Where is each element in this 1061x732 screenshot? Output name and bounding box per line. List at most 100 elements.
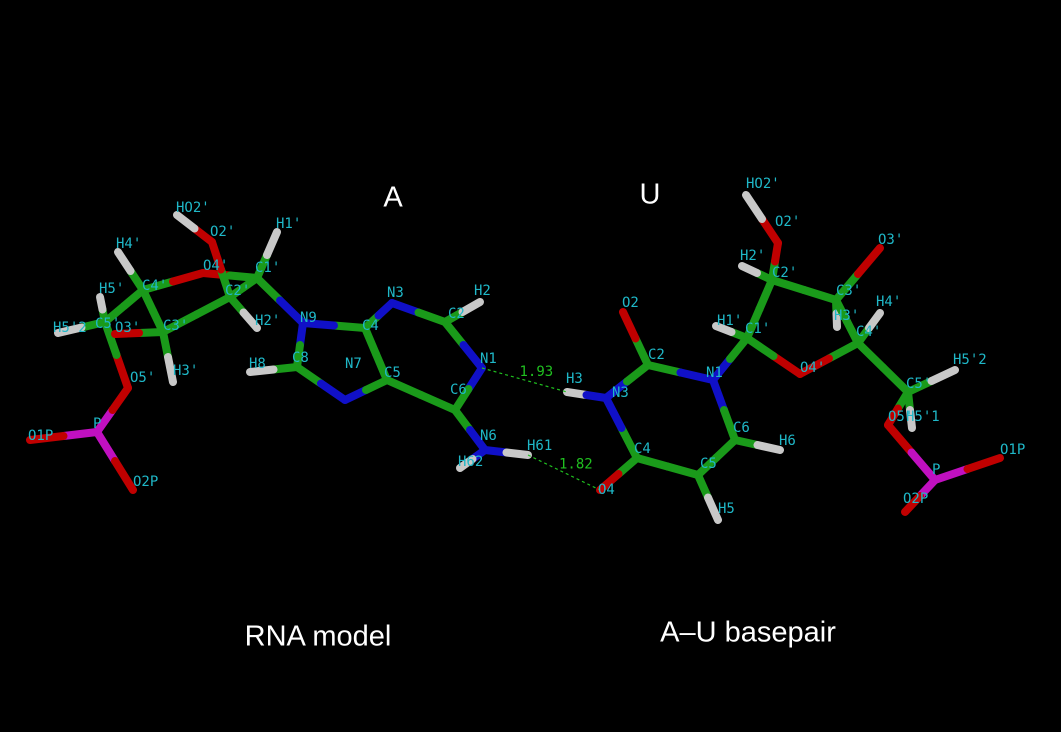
bond bbox=[239, 308, 261, 332]
bond bbox=[832, 296, 851, 326]
bond bbox=[614, 454, 641, 478]
bond bbox=[676, 368, 717, 384]
bond bbox=[159, 310, 201, 336]
bond bbox=[502, 448, 532, 459]
bond bbox=[164, 353, 177, 386]
hydrogen-bond bbox=[481, 367, 568, 393]
bond bbox=[217, 265, 234, 301]
bond bbox=[299, 319, 338, 330]
bond bbox=[796, 354, 833, 378]
bond bbox=[108, 384, 132, 414]
atom-label: HO2' bbox=[176, 200, 210, 216]
bond bbox=[77, 318, 109, 332]
bond bbox=[293, 363, 325, 388]
atom-label: O4' bbox=[800, 360, 825, 376]
atom-label: H5' bbox=[99, 281, 124, 297]
bond bbox=[330, 321, 369, 332]
atom-label: C5' bbox=[906, 376, 931, 392]
atom-label: O5' bbox=[130, 370, 155, 386]
bond bbox=[931, 465, 972, 484]
atom-label: H2' bbox=[740, 248, 765, 264]
bond bbox=[139, 286, 157, 315]
bond bbox=[388, 299, 423, 317]
bond bbox=[317, 379, 349, 404]
atom-label: C5 bbox=[384, 365, 401, 381]
atom-label: H3' bbox=[173, 363, 198, 379]
bond bbox=[854, 339, 887, 372]
bond bbox=[93, 406, 117, 436]
bond bbox=[263, 228, 281, 259]
bond bbox=[464, 364, 486, 393]
atom-label: C4' bbox=[142, 278, 167, 294]
bond bbox=[963, 454, 1004, 473]
bond bbox=[276, 296, 307, 327]
bond bbox=[901, 492, 924, 516]
atom-label: C5' bbox=[95, 316, 120, 332]
bond bbox=[768, 276, 808, 294]
bond bbox=[758, 215, 782, 247]
bond bbox=[101, 318, 121, 359]
bond bbox=[417, 391, 459, 414]
bond bbox=[59, 428, 101, 440]
atom-label: O4 bbox=[598, 482, 615, 498]
bond bbox=[101, 302, 128, 326]
bond bbox=[466, 426, 489, 454]
bond bbox=[738, 262, 761, 277]
bond bbox=[904, 377, 936, 396]
atom-label: H5'1 bbox=[906, 409, 940, 425]
atom-label: C2' bbox=[772, 265, 797, 281]
caption-rna-model: RNA model bbox=[244, 620, 392, 653]
bond bbox=[865, 309, 884, 332]
bond bbox=[135, 328, 167, 337]
hbond-distance-label: 1.93 bbox=[520, 364, 554, 380]
bond bbox=[694, 471, 712, 502]
bond bbox=[720, 406, 739, 444]
atom-label: H1' bbox=[717, 313, 742, 329]
atom-label: N1 bbox=[480, 351, 497, 367]
atom-label: H3' bbox=[834, 308, 859, 324]
bond bbox=[617, 424, 641, 462]
bond bbox=[742, 191, 766, 223]
atom-label: N3 bbox=[612, 385, 629, 401]
bond bbox=[459, 341, 486, 372]
bond bbox=[253, 251, 271, 282]
bond bbox=[726, 334, 751, 363]
bond bbox=[623, 361, 652, 386]
atom-label: N9 bbox=[300, 310, 317, 326]
bond bbox=[832, 270, 862, 304]
atom-label: O2' bbox=[775, 214, 800, 230]
bond bbox=[139, 277, 177, 294]
bond bbox=[361, 324, 380, 358]
bond bbox=[414, 308, 449, 326]
bond bbox=[26, 432, 68, 444]
bond bbox=[383, 376, 425, 399]
atom-label: N1 bbox=[706, 365, 723, 381]
bond bbox=[451, 406, 474, 434]
atom-label: O2' bbox=[210, 224, 235, 240]
atom-label: C3' bbox=[836, 283, 861, 299]
atom-label: P bbox=[93, 416, 101, 432]
bond bbox=[800, 286, 840, 304]
atom-label: C1' bbox=[745, 321, 770, 337]
bond bbox=[120, 286, 147, 310]
atom-label: C4 bbox=[634, 441, 651, 457]
bond bbox=[111, 329, 143, 338]
atom-label: H8 bbox=[249, 356, 266, 372]
bond bbox=[907, 448, 939, 484]
bond bbox=[832, 309, 841, 331]
bond bbox=[159, 328, 172, 361]
atom-label: H1' bbox=[276, 216, 301, 232]
base-u-title: U bbox=[639, 178, 661, 211]
bond bbox=[854, 244, 884, 278]
atom-label: C4 bbox=[362, 318, 379, 334]
bond bbox=[879, 363, 912, 396]
atom-label: N7 bbox=[345, 356, 362, 372]
hydrogen-bond bbox=[527, 454, 601, 491]
bond bbox=[633, 454, 672, 471]
atom-label: H4' bbox=[116, 236, 141, 252]
atom-label: HO2' bbox=[746, 176, 780, 192]
bond bbox=[253, 274, 284, 305]
bond bbox=[602, 394, 626, 432]
